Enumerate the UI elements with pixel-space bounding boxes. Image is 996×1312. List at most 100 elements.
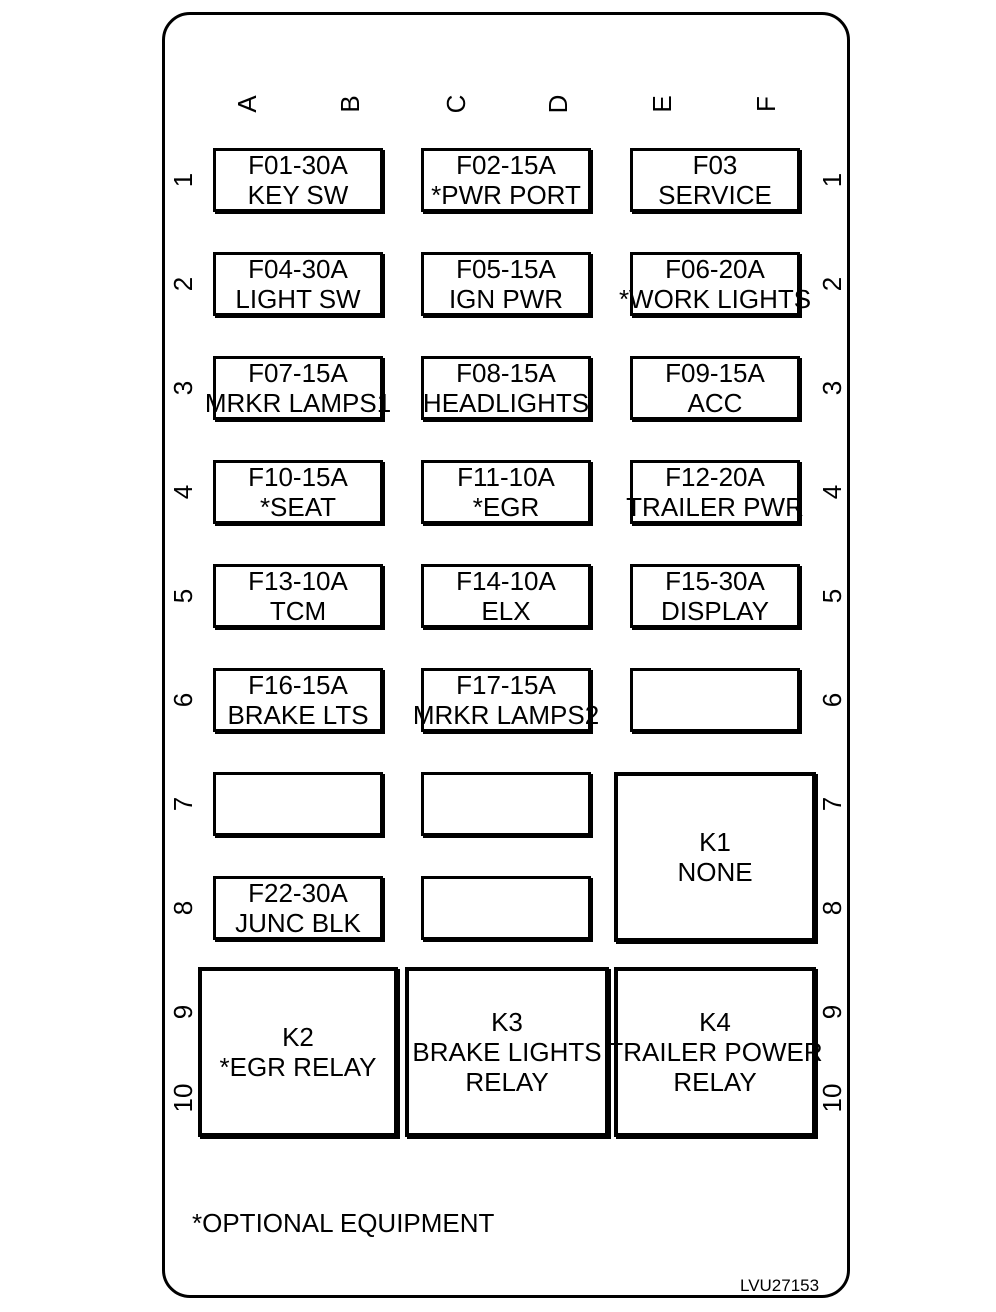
- fuse-f13: F13-10A TCM: [213, 564, 383, 628]
- fuse-f14: F14-10A ELX: [421, 564, 591, 628]
- relay-id: K2: [282, 1022, 314, 1052]
- row-label-left-6: 6: [168, 692, 198, 708]
- fuse-f06: F06-20A *WORK LIGHTS: [619, 252, 811, 316]
- empty-fuse-slot: [630, 668, 800, 732]
- fuse-circuit: *PWR PORT: [431, 180, 581, 210]
- row-label-right-4: 4: [817, 484, 847, 500]
- relay-id: K3: [491, 1007, 523, 1037]
- column-label-c: C: [441, 94, 471, 114]
- empty-fuse-slot: [421, 876, 591, 940]
- fuse-id: F14-10A: [456, 566, 556, 596]
- relay-k2: K2 *EGR RELAY: [198, 967, 398, 1137]
- fuse-id: F10-15A: [248, 462, 348, 492]
- fuse-id: F01-30A: [248, 150, 348, 180]
- column-label-d: D: [543, 94, 573, 114]
- fuse-f11: F11-10A *EGR: [421, 460, 591, 524]
- fuse-id: F17-15A: [456, 670, 556, 700]
- fuse-id: F07-15A: [248, 358, 348, 388]
- fuse-f12: F12-20A TRAILER PWR: [626, 460, 804, 524]
- fuse-id: F06-20A: [665, 254, 765, 284]
- fuse-circuit: DISPLAY: [661, 596, 769, 626]
- fuse-circuit: SERVICE: [658, 180, 772, 210]
- fuse-f01: F01-30A KEY SW: [213, 148, 383, 212]
- relay-id: K1: [699, 827, 731, 857]
- column-label-e: E: [647, 95, 677, 113]
- row-label-left-8: 8: [168, 900, 198, 916]
- row-label-left-1: 1: [168, 172, 198, 188]
- row-label-left-3: 3: [168, 380, 198, 396]
- row-label-right-1: 1: [817, 172, 847, 188]
- fuse-circuit: TCM: [269, 596, 327, 626]
- fuse-circuit: BRAKE LTS: [227, 700, 369, 730]
- row-label-left-5: 5: [168, 588, 198, 604]
- row-label-left-7: 7: [168, 796, 198, 812]
- optional-equipment-footnote: *OPTIONAL EQUIPMENT: [192, 1208, 495, 1238]
- fuse-id: F05-15A: [456, 254, 556, 284]
- fuse-id: F15-30A: [665, 566, 765, 596]
- fuse-f08: F08-15A HEADLIGHTS: [421, 356, 591, 420]
- fuse-circuit: MRKR LAMPS1: [204, 388, 392, 418]
- row-label-left-4: 4: [168, 484, 198, 500]
- fuse-id: F13-10A: [248, 566, 348, 596]
- fuse-circuit: *SEAT: [259, 492, 337, 522]
- row-label-right-10: 10: [817, 1083, 847, 1113]
- fuse-circuit: KEY SW: [247, 180, 349, 210]
- fuse-id: F16-15A: [248, 670, 348, 700]
- fuse-f03: F03 SERVICE: [630, 148, 800, 212]
- fuse-circuit: MRKR LAMPS2: [412, 700, 600, 730]
- figure-code: LVU27153: [740, 1276, 820, 1295]
- empty-fuse-slot: [421, 772, 591, 836]
- column-label-b: B: [335, 95, 365, 113]
- fuse-f04: F04-30A LIGHT SW: [213, 252, 383, 316]
- row-label-left-9: 9: [168, 1004, 198, 1020]
- column-label-a: A: [232, 95, 262, 113]
- fuse-id: F09-15A: [665, 358, 765, 388]
- fuse-f15: F15-30A DISPLAY: [630, 564, 800, 628]
- row-label-right-7: 7: [817, 796, 847, 812]
- fuse-circuit: JUNC BLK: [235, 908, 361, 938]
- fuse-circuit: TRAILER PWR: [626, 492, 804, 522]
- row-label-left-10: 10: [168, 1083, 198, 1113]
- row-label-right-6: 6: [817, 692, 847, 708]
- fuse-f02: F02-15A *PWR PORT: [421, 148, 591, 212]
- fuse-id: F12-20A: [665, 462, 765, 492]
- fuse-id: F02-15A: [456, 150, 556, 180]
- fuse-f22: F22-30A JUNC BLK: [213, 876, 383, 940]
- relay-function-line2: RELAY: [465, 1067, 549, 1097]
- fuse-f10: F10-15A *SEAT: [213, 460, 383, 524]
- fuse-f16: F16-15A BRAKE LTS: [213, 668, 383, 732]
- relay-function: NONE: [677, 857, 753, 887]
- fuse-id: F04-30A: [248, 254, 348, 284]
- fuse-id: F22-30A: [248, 878, 348, 908]
- fuse-f09: F09-15A ACC: [630, 356, 800, 420]
- fuse-circuit: *WORK LIGHTS: [618, 284, 812, 314]
- relay-id: K4: [699, 1007, 731, 1037]
- relay-function: BRAKE LIGHTS: [412, 1037, 602, 1067]
- fuse-circuit: LIGHT SW: [235, 284, 361, 314]
- fuse-panel-outline: [162, 12, 850, 1298]
- fuse-circuit: ELX: [481, 596, 531, 626]
- row-label-right-3: 3: [817, 380, 847, 396]
- relay-k1: K1 NONE: [614, 772, 816, 942]
- empty-fuse-slot: [213, 772, 383, 836]
- fuse-circuit: *EGR: [472, 492, 540, 522]
- relay-function-line2: RELAY: [673, 1067, 757, 1097]
- relay-k3: K3 BRAKE LIGHTS RELAY: [405, 967, 609, 1137]
- fuse-circuit: ACC: [687, 388, 743, 418]
- row-label-right-8: 8: [817, 900, 847, 916]
- relay-function: TRAILER POWER: [607, 1037, 823, 1067]
- fuse-circuit: IGN PWR: [448, 284, 564, 314]
- relay-k4: K4 TRAILER POWER RELAY: [607, 967, 823, 1137]
- row-label-left-2: 2: [168, 276, 198, 292]
- relay-function: *EGR RELAY: [219, 1052, 377, 1082]
- row-label-right-2: 2: [817, 276, 847, 292]
- fuse-f17: F17-15A MRKR LAMPS2: [413, 668, 599, 732]
- column-label-f: F: [751, 96, 781, 112]
- fuse-circuit: HEADLIGHTS: [422, 388, 590, 418]
- fuse-f07: F07-15A MRKR LAMPS1: [205, 356, 391, 420]
- fuse-f05: F05-15A IGN PWR: [421, 252, 591, 316]
- fuse-id: F11-10A: [457, 462, 555, 492]
- row-label-right-5: 5: [817, 588, 847, 604]
- fuse-id: F08-15A: [456, 358, 556, 388]
- fuse-id: F03: [692, 150, 738, 180]
